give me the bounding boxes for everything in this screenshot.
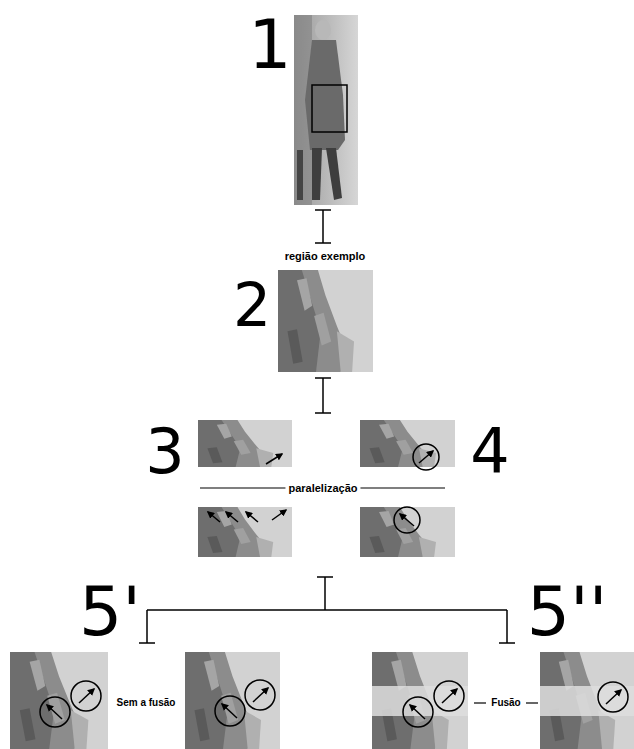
callout-number: 5' xyxy=(79,578,141,646)
callout-number: 1 xyxy=(248,11,291,79)
step-caption: paralelização xyxy=(285,482,360,495)
step-caption: Sem a fusão xyxy=(114,697,179,709)
callout-number: 3 xyxy=(145,421,184,483)
step-caption: Fusão xyxy=(488,697,523,709)
callout-number: 4 xyxy=(470,421,509,483)
callout-number: 5'' xyxy=(527,578,608,646)
callout-number: 2 xyxy=(233,275,271,335)
step-caption: região exemplo xyxy=(282,250,369,263)
